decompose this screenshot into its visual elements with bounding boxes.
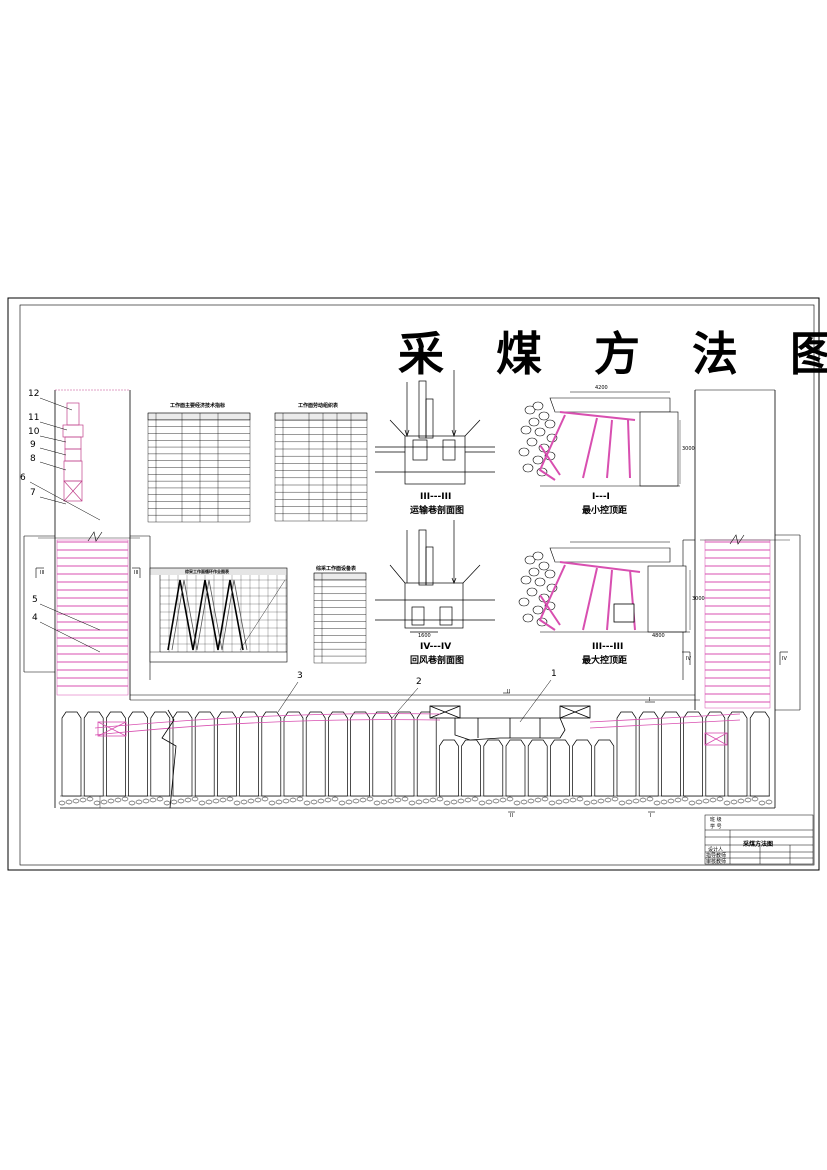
tech-indicator-table: [147, 412, 251, 523]
page-title: 采 煤 方 法 图: [398, 327, 827, 381]
title-block-advisor: 指导教师: [706, 853, 727, 859]
hydraulic-supports: [61, 711, 770, 797]
max-section-caption: 最大控顶距: [582, 656, 628, 666]
labor-table: [274, 412, 368, 522]
dim-4800: 4800: [652, 633, 665, 639]
plan-mark-ii-top: II: [507, 689, 510, 695]
dim-3000-b: 3000: [692, 596, 705, 602]
transport-section-caption: 运输巷剖面图: [410, 506, 465, 516]
title-block-id: 学 号: [710, 824, 722, 830]
transport-section-label: III---III: [420, 492, 452, 502]
transport-roadway-section: [375, 370, 495, 485]
outer-frame: [7, 297, 820, 871]
ventilation-roadway-section: [375, 520, 495, 633]
title-block-reviewer: 审核教师: [706, 859, 727, 865]
labor-table-title: 工作面劳动组织表: [298, 403, 339, 409]
callout-3: 3: [297, 671, 303, 681]
callout-1: 1: [551, 669, 557, 679]
equipment-table: [313, 572, 367, 664]
plan-mark-ii-bottom: II: [510, 813, 513, 819]
max-section-label: III---III: [592, 642, 624, 652]
callout-11: 11: [28, 413, 40, 423]
min-control-section: [518, 391, 681, 487]
ventilation-section-label: IV---IV: [420, 642, 452, 652]
plan-mark-i-top: I: [649, 697, 651, 703]
cut-symbol-right: [729, 534, 745, 545]
callout-10: 10: [28, 427, 40, 437]
title-block-designer: 设计人: [708, 847, 724, 853]
right-support-stripes: [704, 539, 771, 709]
ventilation-section-caption: 回风巷剖面图: [410, 656, 465, 666]
plan-mark-iv-left: IV: [686, 656, 691, 662]
min-section-caption: 最小控顶距: [582, 506, 628, 516]
inner-frame: [19, 304, 815, 866]
dim-1600: 1600: [418, 633, 431, 639]
callout-12: 12: [28, 389, 40, 399]
cycle-chart: [149, 567, 288, 663]
dim-3000-a: 3000: [682, 446, 695, 452]
callout-9: 9: [30, 440, 36, 450]
gob-rubble: [58, 796, 773, 806]
title-block-drawing-name: 采煤方法图: [743, 841, 774, 848]
callout-4: 4: [32, 613, 38, 623]
max-control-section: [518, 541, 691, 633]
callout-7: 7: [30, 488, 36, 498]
min-section-label: I---I: [592, 492, 610, 502]
callout-6: 6: [20, 473, 26, 483]
callout-5: 5: [32, 595, 38, 605]
callout-2: 2: [416, 677, 422, 687]
dim-4200: 4200: [595, 385, 608, 391]
section-markers: [35, 567, 788, 813]
equipment-table-title: 综采工作面设备表: [316, 566, 357, 572]
plan-mark-i-bottom: I: [650, 813, 652, 819]
callout-8: 8: [30, 454, 36, 464]
face-conveyor: [94, 713, 741, 746]
shearer: [429, 705, 591, 741]
cut-symbol-left: [87, 531, 103, 542]
left-support-stripes: [56, 539, 129, 696]
equipment-train: [62, 402, 84, 502]
plan-mark-iii-left: III: [40, 570, 45, 576]
plan-mark-iv-right: IV: [782, 656, 787, 662]
break-mark: [161, 709, 177, 809]
title-block-class: 班 级: [710, 817, 722, 823]
cycle-chart-title: 综采工作面循环作业图表: [185, 569, 229, 574]
title-block: [704, 814, 814, 865]
tech-table-title: 工作面主要经济技术指标: [170, 403, 226, 409]
plan-mark-iii-right: III: [134, 570, 139, 576]
callout-leaders: [29, 397, 552, 723]
